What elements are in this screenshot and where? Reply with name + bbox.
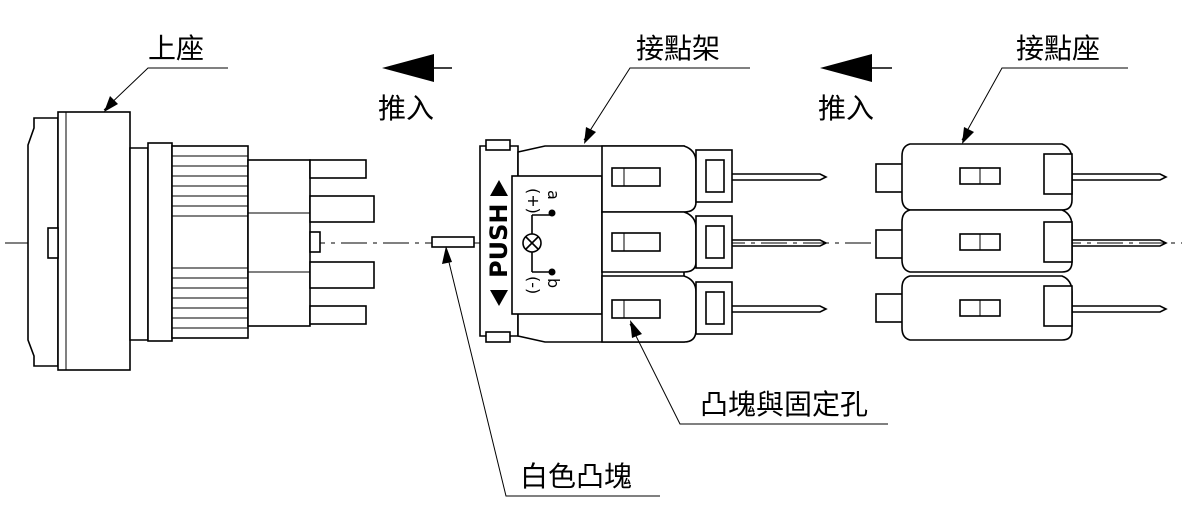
push-text: PUSH <box>485 204 513 278</box>
lamp-circuit <box>522 209 556 276</box>
leader-contact-seat <box>961 67 1128 144</box>
plus-marking: (+) <box>524 188 543 214</box>
terminal-a-marking: a <box>544 190 563 200</box>
push-arrow-down-icon <box>490 290 508 306</box>
terminal-b-marking: b <box>544 278 563 288</box>
label-bump-and-hole: 凸塊與固定孔 <box>700 388 868 421</box>
label-push-in-left: 推入 <box>378 92 434 125</box>
label-push-in-right: 推入 <box>818 92 874 125</box>
label-upper-seat: 上座 <box>148 32 204 65</box>
label-white-bump: 白色凸塊 <box>520 460 632 493</box>
leader-contact-frame <box>583 67 750 144</box>
leader-bump-and-hole <box>629 320 888 425</box>
contact-frame-part <box>431 139 828 343</box>
leader-white-bump <box>442 246 660 497</box>
ribbed-ring-lines <box>172 155 248 329</box>
contact-seat-part <box>875 143 1168 341</box>
minus-marking: (-) <box>524 276 543 294</box>
push-arrow-up-icon <box>490 180 508 196</box>
label-contact-seat: 接點座 <box>1016 32 1100 65</box>
push-in-arrow-left <box>382 54 452 82</box>
push-in-arrow-right <box>820 54 892 82</box>
leader-upper-seat <box>103 67 228 112</box>
label-contact-frame: 接點架 <box>636 32 720 65</box>
upper-seat-part <box>27 111 375 371</box>
